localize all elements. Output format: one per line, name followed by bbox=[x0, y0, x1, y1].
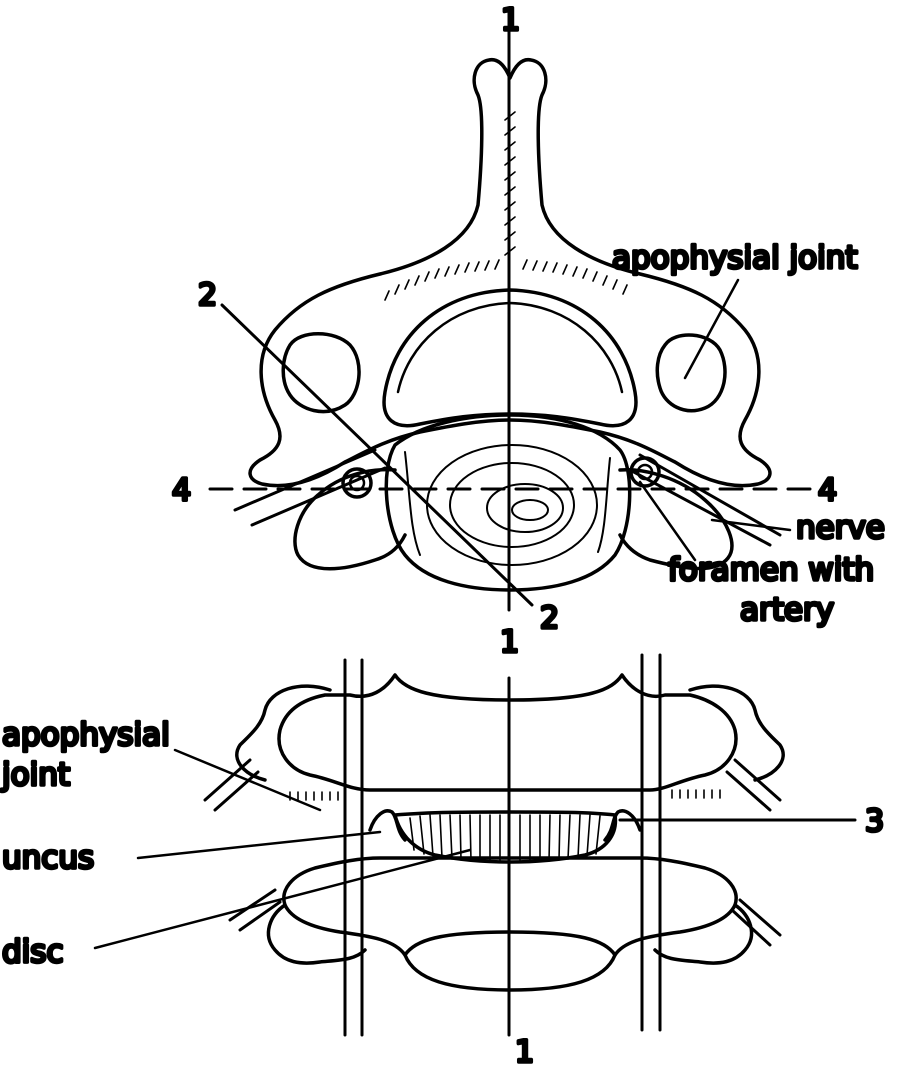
label-line-4-right: 4 bbox=[818, 473, 837, 508]
label-line-1-bottom: 1 bbox=[515, 1035, 534, 1065]
label-nerve: nerve bbox=[796, 510, 885, 546]
right-joint-hatching bbox=[672, 790, 720, 798]
label-apophysial-joint-bottom-1: apophysial bbox=[2, 717, 170, 753]
label-line-2-bottom: 2 bbox=[540, 601, 559, 636]
right-apophysial-joint bbox=[657, 335, 725, 411]
vertical-vessels bbox=[345, 655, 660, 1035]
label-line-1-top: 1 bbox=[501, 3, 520, 38]
label-line-3: 3 bbox=[865, 804, 884, 839]
left-joint-hatching bbox=[290, 792, 338, 800]
label-foramen-line2: artery bbox=[740, 592, 834, 628]
nerve-roots bbox=[205, 760, 780, 945]
leader-lines bbox=[95, 280, 790, 948]
label-line-2-top: 2 bbox=[198, 278, 217, 313]
label-line-4-left: 4 bbox=[172, 473, 191, 508]
label-disc: disc bbox=[2, 934, 64, 970]
label-apophysial-joint-top: apophysial joint bbox=[612, 240, 858, 276]
label-foramen-line1: foramen with bbox=[668, 552, 874, 588]
label-apophysial-joint-bottom-2: joint bbox=[1, 757, 70, 793]
disc-rings bbox=[427, 445, 597, 565]
bottom-vertebrae-front-view bbox=[205, 655, 783, 1035]
canal-roof-hatching bbox=[385, 260, 627, 300]
left-lateral-process bbox=[237, 686, 330, 780]
label-line-1-mid: 1 bbox=[500, 625, 519, 660]
intervertebral-disc bbox=[395, 812, 615, 862]
label-uncus: uncus bbox=[2, 840, 94, 876]
